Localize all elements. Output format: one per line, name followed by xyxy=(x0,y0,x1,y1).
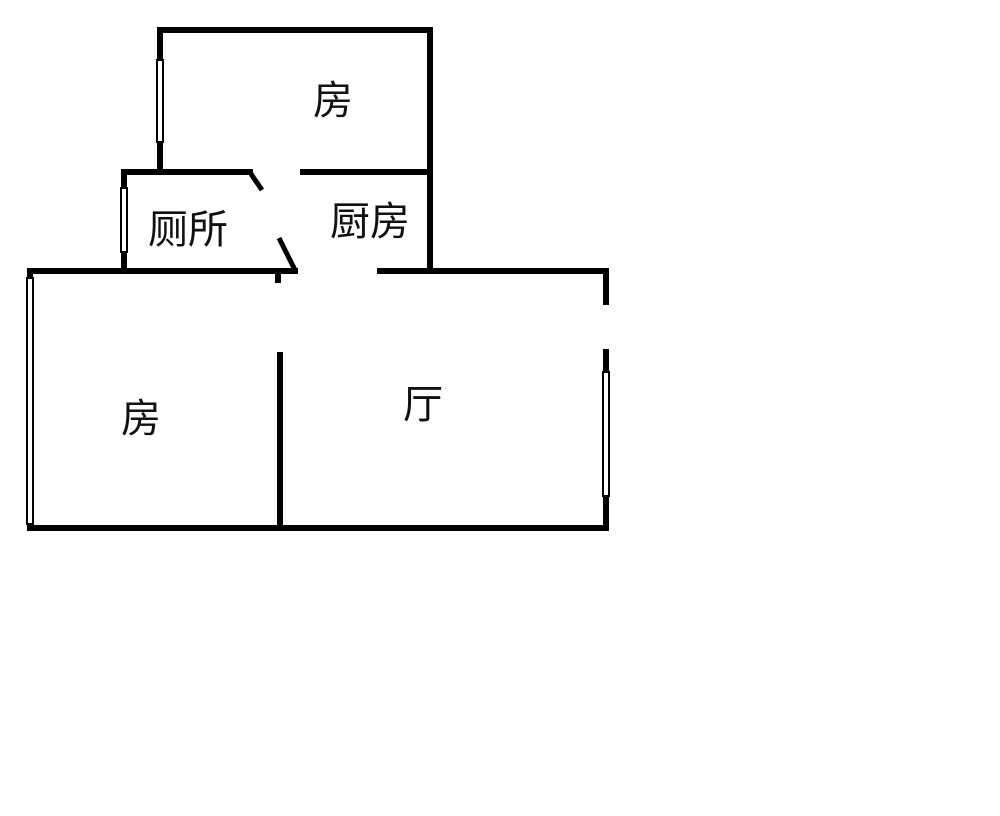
window-left-bedroom xyxy=(26,277,34,525)
room-labels: 房 厕所 厨房 房 厅 xyxy=(121,78,443,442)
label-kitchen: 厨房 xyxy=(330,199,410,245)
windows xyxy=(26,59,610,525)
door-toilet-lower xyxy=(276,236,298,272)
window-toilet xyxy=(120,187,128,253)
label-top-bedroom: 房 xyxy=(313,78,353,124)
window-living-room xyxy=(602,371,610,497)
doors xyxy=(248,172,298,272)
label-toilet: 厕所 xyxy=(148,207,228,253)
label-left-bedroom: 房 xyxy=(121,396,161,442)
door-toilet-upper xyxy=(248,172,265,192)
label-living-room: 厅 xyxy=(403,382,443,428)
window-top-bedroom xyxy=(156,59,164,143)
